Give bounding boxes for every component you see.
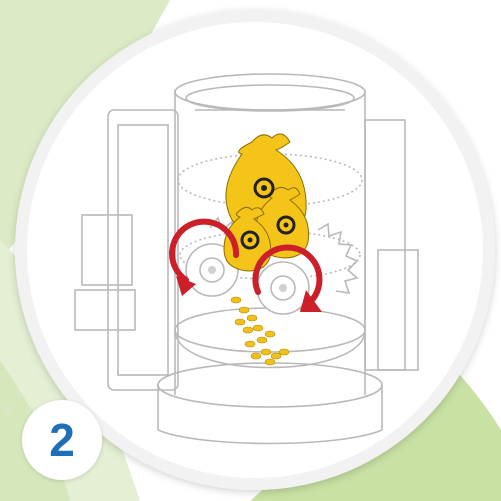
step-badge: 2 [22, 400, 102, 480]
step-number: 2 [49, 417, 75, 463]
